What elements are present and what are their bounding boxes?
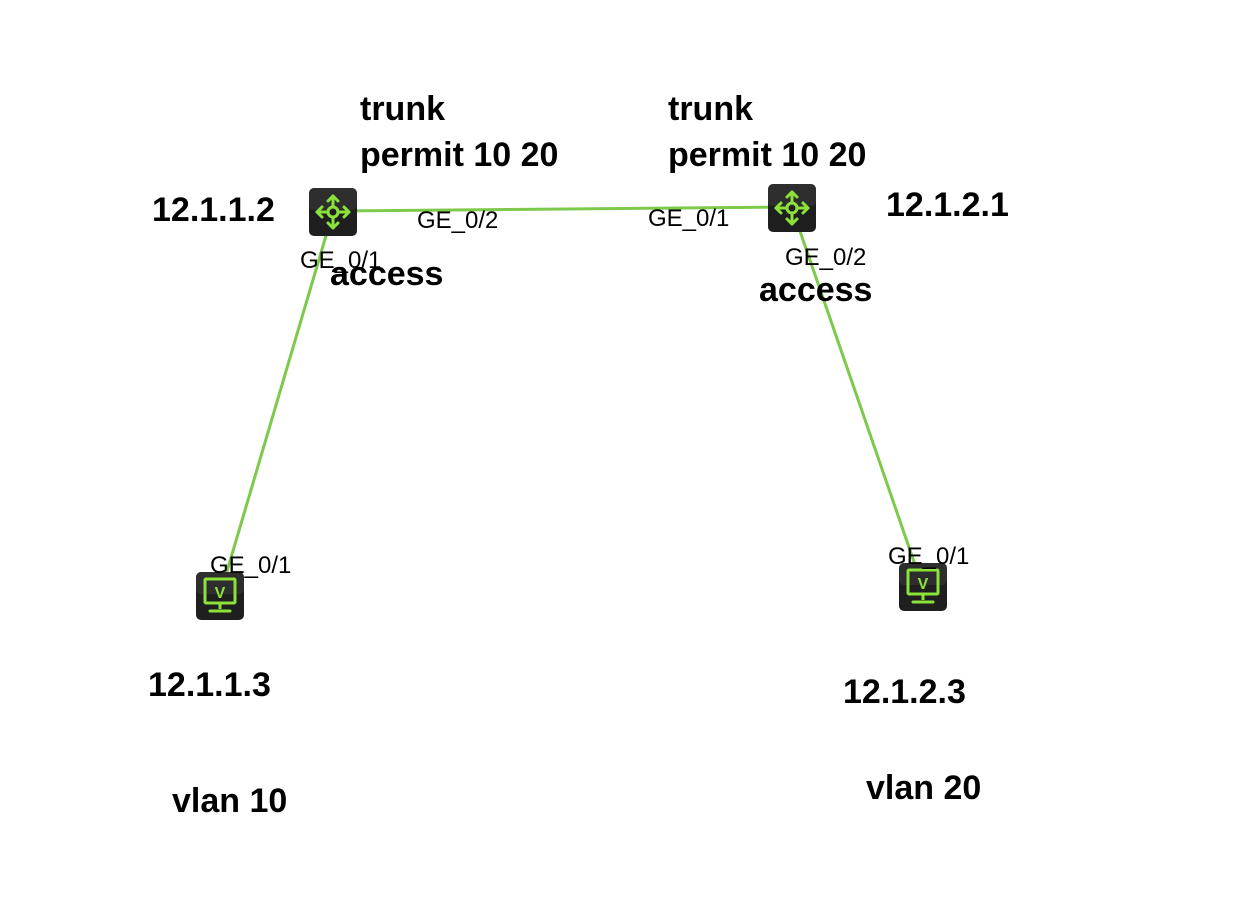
switch-arrows-icon: [768, 184, 816, 232]
left-host-vlan: vlan 10: [172, 782, 288, 820]
left-switch[interactable]: [308, 187, 358, 237]
left-switch-port-ge02: GE_0/2: [417, 207, 499, 234]
right-switch-ip: 12.1.2.1: [886, 186, 1009, 224]
link-right-switch-to-right-host[interactable]: [790, 207, 924, 586]
right-trunk-permit-label: permit 10 20: [668, 136, 867, 174]
right-access-label: access: [759, 271, 873, 309]
left-host-port-ge01: GE_0/1: [210, 552, 292, 579]
left-trunk-label: trunk: [360, 90, 445, 128]
right-host-ip: 12.1.2.3: [843, 673, 966, 711]
left-host[interactable]: V: [195, 571, 245, 621]
right-switch-port-ge01: GE_0/1: [648, 205, 730, 232]
left-access-label: access: [330, 255, 444, 293]
left-trunk-permit-label: permit 10 20: [360, 136, 559, 174]
left-switch-port-ge01: GE_0/1: [300, 247, 382, 274]
vpc-letter: V: [215, 585, 226, 602]
right-host-port-ge01: GE_0/1: [888, 543, 970, 570]
switch-arrows-icon: [309, 188, 357, 236]
right-switch[interactable]: [767, 183, 817, 233]
vpc-monitor-icon: V: [899, 563, 947, 611]
link-left-switch-to-left-host[interactable]: [218, 211, 335, 596]
right-host[interactable]: V: [898, 562, 948, 612]
left-switch-ip: 12.1.1.2: [152, 191, 275, 229]
right-host-vlan: vlan 20: [866, 769, 982, 807]
right-switch-port-ge02: GE_0/2: [785, 244, 867, 271]
right-trunk-label: trunk: [668, 90, 753, 128]
vpc-monitor-icon: V: [196, 572, 244, 620]
vpc-letter: V: [918, 576, 929, 593]
link-switch-to-switch[interactable]: [332, 205, 793, 213]
left-host-ip: 12.1.1.3: [148, 666, 271, 704]
